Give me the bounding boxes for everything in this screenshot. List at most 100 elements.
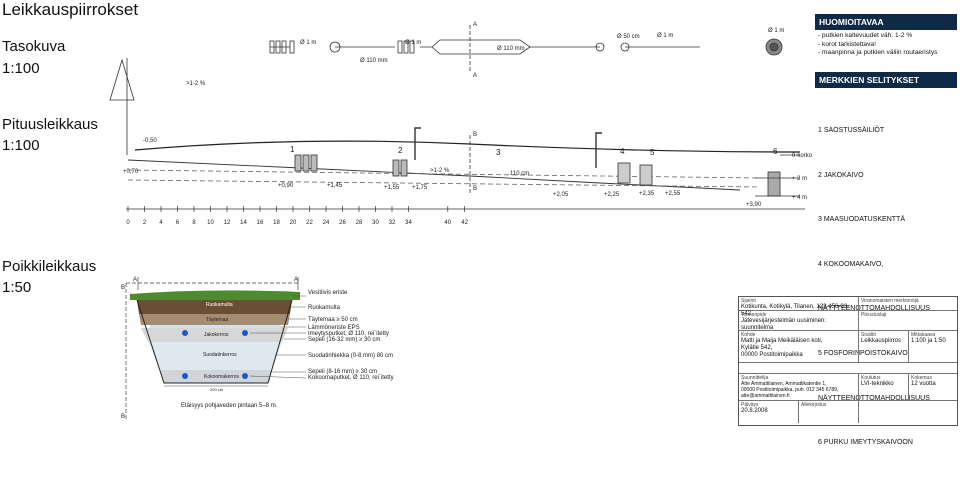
cs-tag-taytemaa: Täytemaa — [206, 317, 228, 323]
plan-view — [269, 25, 783, 72]
cs-callout-3: Täytemaa ≥ 50 cm — [308, 317, 358, 323]
profile-dash-2 — [127, 179, 761, 188]
legend-item: 5 FOSFORINPOISTOKAIVO, — [818, 349, 910, 357]
right-label-0: 0-korko — [792, 153, 813, 159]
axis-tick-label: 0 — [126, 220, 130, 226]
axis-tick-label: 26 — [339, 220, 346, 226]
legend-item: NÄYTTEENOTTOMAHDOLLISUUS — [818, 394, 930, 402]
tb-allekirjoitus: Allekirjoitus — [799, 401, 859, 423]
cs-callout-7: Suodatinhiekka (0-8 mm) 80 cm — [308, 353, 393, 359]
well-number-1: 1 — [290, 145, 295, 154]
plan-tank-2a — [397, 40, 403, 54]
well-number-2: 2 — [398, 146, 403, 155]
huomioitavaa-item: - putkien kaltevuudet väh. 1-2 % — [818, 32, 913, 39]
tb-paivays: Päiväys 20.8.2008 — [739, 401, 799, 423]
profile-dash-1 — [127, 169, 761, 179]
cs-grass — [130, 290, 300, 300]
elev-marker-5: +1,55 — [384, 185, 400, 191]
profile-well-4 — [617, 162, 631, 184]
cs-pipe-upper-2 — [242, 330, 248, 336]
well-number-4: 4 — [620, 147, 625, 156]
profile-labels: 1 2 3 4 5 6 -0,50 +0,70 +0,90 +1,45 +1,5… — [123, 81, 813, 208]
legend-item: 4 KOKOOMAKAIVO, — [818, 260, 884, 268]
cs-callout-2: Ruokamulta — [308, 305, 341, 311]
page-title: Leikkauspiirrokset — [2, 0, 139, 19]
elev-marker-11: +3,90 — [746, 202, 762, 208]
tb-kokemus: Kokemus 12 vuotta — [909, 373, 957, 401]
axis-tick-label: 16 — [257, 220, 264, 226]
cs-tag-suodatin: Suodatinkerros — [203, 352, 237, 358]
legend-item: 6 PURKU IMEYTYSKAIVOON — [818, 439, 913, 447]
tb-piirustuslaji: Piirustuslaji — [859, 311, 957, 331]
title-block: Sijainti Kotikunta, Kotikylä, Tilanen, 1… — [738, 296, 958, 426]
tb-kohde: Kohde Matti ja Maija Meikäläisen koti, K… — [739, 331, 859, 363]
cs-callout-1: Vesitiivis eriste — [308, 290, 348, 296]
cs-leaders — [249, 295, 307, 379]
cs-pipe-upper-1 — [182, 330, 188, 336]
elev-marker-3: +0,90 — [278, 183, 294, 189]
profile-tank-1a — [294, 154, 302, 172]
elev-marker-10: +2,55 — [665, 191, 681, 197]
legend-item: 3 MAASUODATUSKENTTÄ — [818, 216, 905, 224]
plan-pipe-main — [270, 39, 700, 48]
axis-tick-label: 10 — [207, 220, 214, 226]
cs-insulation — [150, 325, 280, 328]
plan-tank-1d — [289, 40, 295, 54]
huomioitavaa-item: - maanpinna ja putkien väliin routaerist… — [818, 49, 938, 56]
cs-callout-6: Sepeli (16-32 mm) ≥ 30 cm — [308, 337, 380, 343]
profile-tank-1c — [310, 154, 318, 172]
elev-marker-7: +2,05 — [553, 192, 569, 198]
section-scale-tasokuva: 1:100 — [2, 60, 40, 77]
cs-tag-ruokamulta: Ruokamulta — [206, 302, 233, 308]
cs-callout-8: Sepeli (8-16 mm) ≥ 30 cm — [308, 369, 377, 375]
plan-well-1 — [329, 41, 341, 53]
cs-layer-jakokerros — [141, 328, 288, 342]
slope-label-2: >1-2 % — [430, 168, 450, 174]
plan-tank-2c — [409, 40, 415, 54]
cs-callout-5: Imeytysputket, Ø 110, rei´itetty — [308, 331, 389, 337]
elev-marker-1: -0,50 — [143, 138, 157, 144]
plan-tank-2b — [403, 40, 409, 54]
huomioitavaa-title: HUOMIOITAVAA — [815, 14, 957, 30]
well-number-3: 3 — [496, 148, 501, 157]
plan-pipe-label-1: Ø 1 m — [300, 40, 316, 46]
cs-mark-b-2: B — [121, 414, 125, 420]
axis-tick-label: 4 — [159, 220, 163, 226]
profile-view — [109, 58, 801, 197]
vent-pipe-4 — [595, 132, 602, 168]
huomioitavaa-panel: HUOMIOITAVAA - putkien kaltevuudet väh. … — [815, 14, 957, 60]
cross-section-labels: A A B B Ruokamulta Täytemaa Jakokerros S… — [121, 277, 394, 420]
legend-item: NÄYTTEENOTTOMAHDOLLISUUS — [818, 305, 930, 313]
tb-sijainti: Sijainti Kotikunta, Kotikylä, Tilanen, 1… — [739, 297, 859, 317]
cs-mark-b-1: B — [121, 285, 125, 291]
axis-tick-label: 6 — [176, 220, 180, 226]
elev-marker-8: +2,25 — [604, 192, 620, 198]
profile-well-5 — [639, 164, 653, 186]
elev-marker-9: +2,35 — [639, 191, 655, 197]
huomioitavaa-list: - putkien kaltevuudet väh. 1-2 % - korot… — [815, 30, 957, 60]
section-title-pituusleikkaus: Pituusleikkaus — [2, 116, 98, 133]
cs-mark-a-2: A — [294, 277, 298, 283]
merkkien-list: 1 SAOSTUSSÄILIÖT 2 JAKOKAIVO 3 MAASUODAT… — [815, 88, 957, 487]
axis-tick-label: 12 — [224, 220, 231, 226]
cs-layer-suodatin — [148, 342, 282, 370]
legend-item: 1 SAOSTUSSÄILIÖT — [818, 127, 885, 134]
section-title-tasokuva: Tasokuva — [2, 38, 66, 55]
plan-pipe-label-4: Ø 110 mm — [497, 46, 525, 52]
axis-tick-label: 40 — [444, 220, 451, 226]
ground-line — [134, 140, 801, 153]
elev-marker-6: +1,75 — [412, 185, 428, 191]
section-scale-pituusleikkaus: 1:100 — [2, 137, 40, 154]
tb-sisalto: Sisältö Leikkauspiirros — [859, 331, 909, 363]
tb-suunnittelija: Suunnittelija Atte Ammattilainen, Ammatt… — [739, 373, 859, 401]
cross-section — [125, 277, 307, 420]
huomioitavaa-item: - korot tarkistettava! — [818, 40, 876, 48]
house-roof — [109, 58, 135, 101]
cs-pipe-lower-2 — [242, 373, 248, 379]
axis-tick-label: 20 — [290, 220, 297, 226]
elev-marker-4: +1,45 — [327, 183, 343, 189]
plan-pipe-lower — [431, 46, 531, 55]
cs-callout-4: Lämmöneriste EPS — [308, 325, 360, 331]
tb-viranomainen: Viranomaisten merkinnöjä — [859, 297, 957, 311]
well-number-6: 6 — [773, 147, 778, 156]
